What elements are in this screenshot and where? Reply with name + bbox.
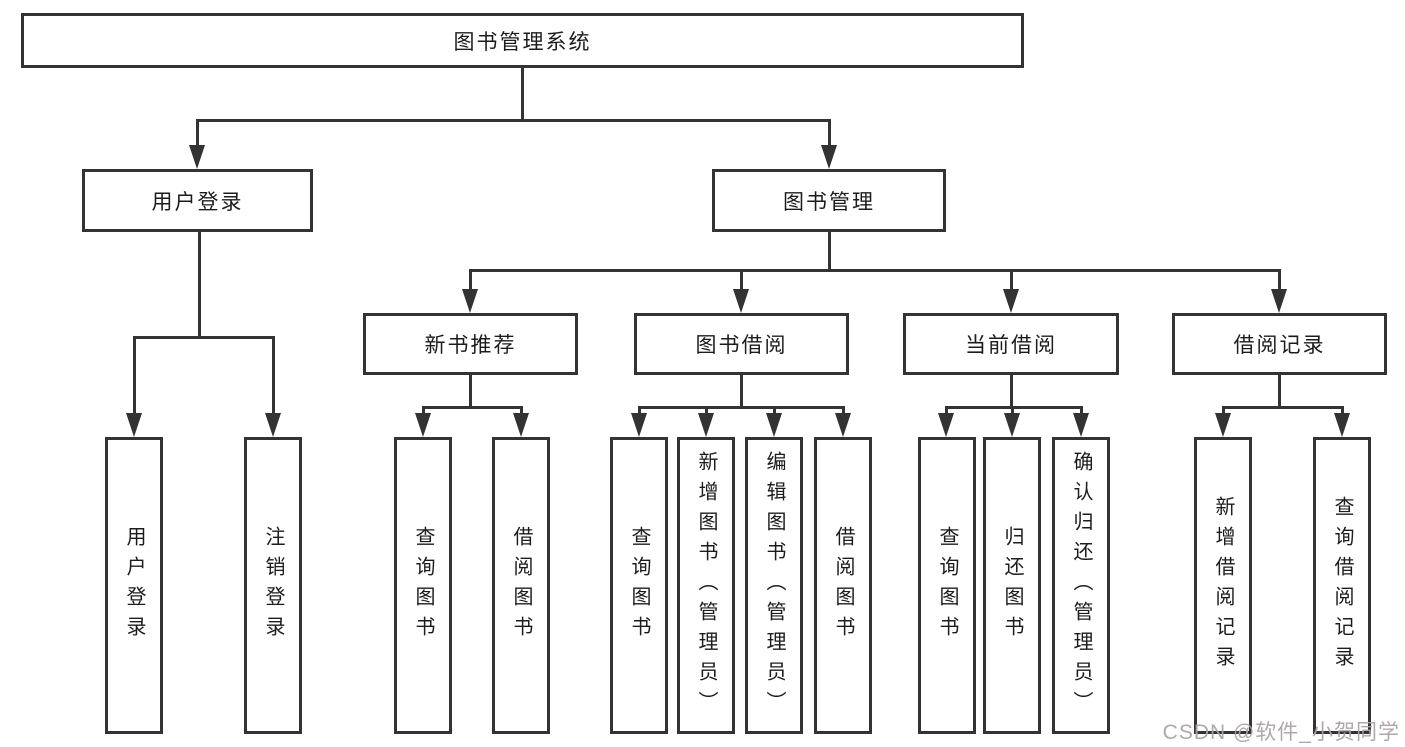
leaf-label: 借阅图书 (832, 525, 854, 646)
connector-line (1222, 406, 1344, 409)
leaf-query-books-current: 查询图书 (918, 437, 976, 734)
node-user-login: 用户登录 (82, 169, 313, 232)
leaf-return-books: 归还图书 (983, 437, 1041, 734)
node-borrowing-records: 借阅记录 (1172, 313, 1387, 375)
connector-line (1278, 375, 1281, 409)
connector-line (1010, 269, 1013, 295)
leaf-label: 用户登录 (123, 525, 145, 646)
arrow-down-icon (698, 413, 714, 437)
arrow-down-icon (462, 289, 478, 313)
leaf-label: 查询图书 (628, 525, 650, 646)
connector-line (198, 232, 201, 338)
node-book-management: 图书管理 (712, 169, 946, 232)
connector-line (469, 375, 472, 409)
node-label: 用户登录 (151, 190, 244, 214)
connector-line (469, 269, 472, 295)
connector-line (828, 119, 831, 152)
connector-line (521, 68, 524, 122)
connector-line (469, 269, 1281, 272)
leaf-label: 借阅图书 (510, 525, 532, 646)
connector-line (422, 406, 523, 409)
leaf-confirm-return-admin: 确认归还（管理员） (1052, 437, 1110, 734)
arrow-down-icon (189, 145, 205, 169)
arrow-down-icon (835, 413, 851, 437)
arrow-down-icon (1271, 289, 1287, 313)
arrow-down-icon (126, 413, 142, 437)
connector-line (638, 406, 845, 409)
leaf-query-books-recommend: 查询图书 (394, 437, 452, 734)
arrow-down-icon (265, 413, 281, 437)
leaf-label: 确认归还（管理员） (1070, 450, 1092, 721)
node-new-book-recommend: 新书推荐 (363, 313, 578, 375)
arrow-down-icon (733, 289, 749, 313)
node-label: 图书借阅 (695, 334, 788, 357)
connector-line (1010, 375, 1013, 409)
leaf-logout: 注销登录 (244, 437, 302, 734)
arrow-down-icon (1003, 289, 1019, 313)
connector-line (1278, 269, 1281, 295)
node-current-borrowing: 当前借阅 (903, 313, 1119, 375)
leaf-label: 查询图书 (412, 525, 434, 646)
leaf-label: 新增借阅记录 (1212, 495, 1234, 676)
leaf-label: 新增图书（管理员） (695, 450, 717, 721)
leaf-add-borrow-record: 新增借阅记录 (1194, 437, 1252, 734)
arrow-down-icon (415, 413, 431, 437)
node-book-borrowing: 图书借阅 (634, 313, 849, 375)
connector-line (133, 336, 136, 418)
arrow-down-icon (1073, 413, 1089, 437)
node-label: 图书管理 (783, 190, 875, 214)
connector-line (133, 336, 275, 339)
arrow-down-icon (1215, 413, 1231, 437)
arrow-down-icon (821, 145, 837, 169)
leaf-label: 编辑图书（管理员） (763, 450, 785, 721)
node-label: 图书管理系统 (453, 30, 592, 54)
arrow-down-icon (631, 413, 647, 437)
leaf-label: 查询借阅记录 (1331, 495, 1353, 676)
leaf-edit-book-admin: 编辑图书（管理员） (745, 437, 803, 734)
leaf-label: 注销登录 (262, 525, 284, 646)
arrow-down-icon (938, 413, 954, 437)
arrow-down-icon (1004, 413, 1020, 437)
arrow-down-icon (513, 413, 529, 437)
node-label: 新书推荐 (424, 334, 517, 357)
connector-line (740, 375, 743, 409)
node-label: 当前借阅 (965, 334, 1057, 357)
leaf-label: 查询图书 (936, 525, 958, 646)
node-library-management-system: 图书管理系统 (21, 13, 1024, 68)
connector-line (740, 269, 743, 295)
node-label: 借阅记录 (1233, 334, 1326, 357)
leaf-label: 归还图书 (1001, 525, 1023, 646)
arrow-down-icon (1334, 413, 1350, 437)
leaf-borrow-books: 借阅图书 (814, 437, 872, 734)
leaf-user-login: 用户登录 (105, 437, 163, 734)
connector-line (272, 336, 275, 418)
connector-line (196, 119, 831, 122)
leaf-query-books-borrowing: 查询图书 (610, 437, 668, 734)
arrow-down-icon (766, 413, 782, 437)
leaf-add-book-admin: 新增图书（管理员） (677, 437, 735, 734)
connector-line (828, 232, 831, 272)
connector-line (196, 119, 199, 152)
connector-line (945, 406, 1083, 409)
leaf-query-borrow-record: 查询借阅记录 (1313, 437, 1371, 734)
watermark: CSDN @软件_小贺同学 (1162, 721, 1400, 744)
leaf-borrow-books-recommend: 借阅图书 (492, 437, 550, 734)
